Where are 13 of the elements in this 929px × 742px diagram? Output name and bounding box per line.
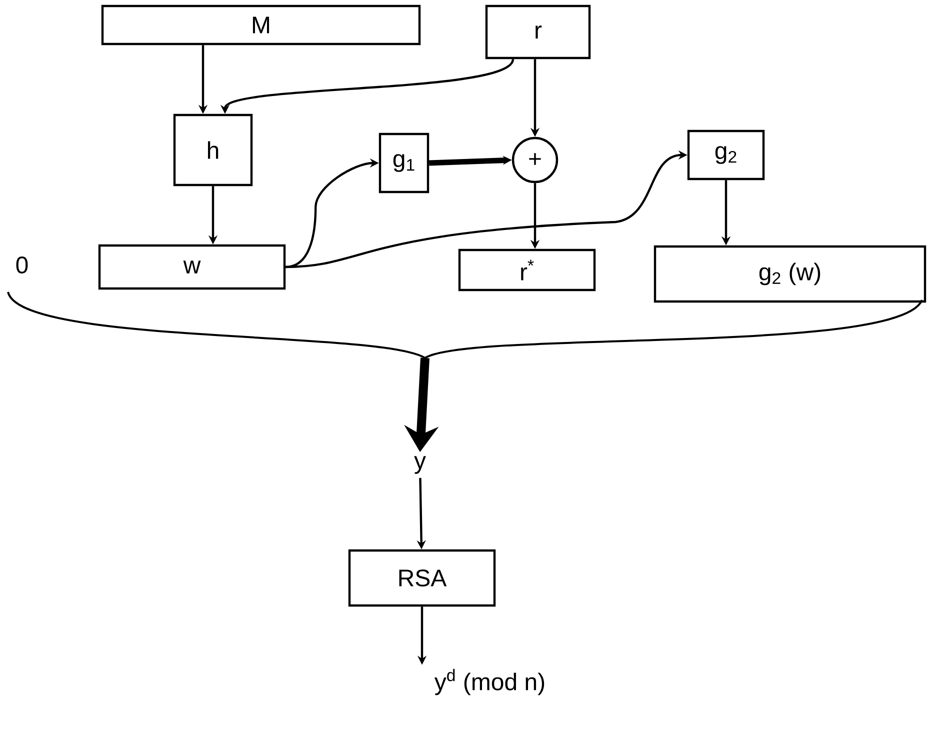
- process-box: w: [98, 244, 286, 290]
- process-box: g$_{1}$: [378, 132, 430, 194]
- process-box: g$_{2}$: [687, 130, 765, 180]
- variable-label: y: [414, 456, 426, 474]
- variable-label: y$^{d}$ (mod n): [434, 668, 544, 696]
- process-box: M: [101, 4, 421, 46]
- process-box: r$^{*}$: [458, 248, 596, 292]
- process-box: r: [485, 4, 591, 60]
- grouping-brace: [7, 291, 923, 359]
- process-box: h: [173, 114, 253, 186]
- process-box: RSA: [348, 549, 496, 607]
- process-box: g$_{2}$ (w): [654, 245, 926, 303]
- variable-label: 0: [16, 256, 28, 274]
